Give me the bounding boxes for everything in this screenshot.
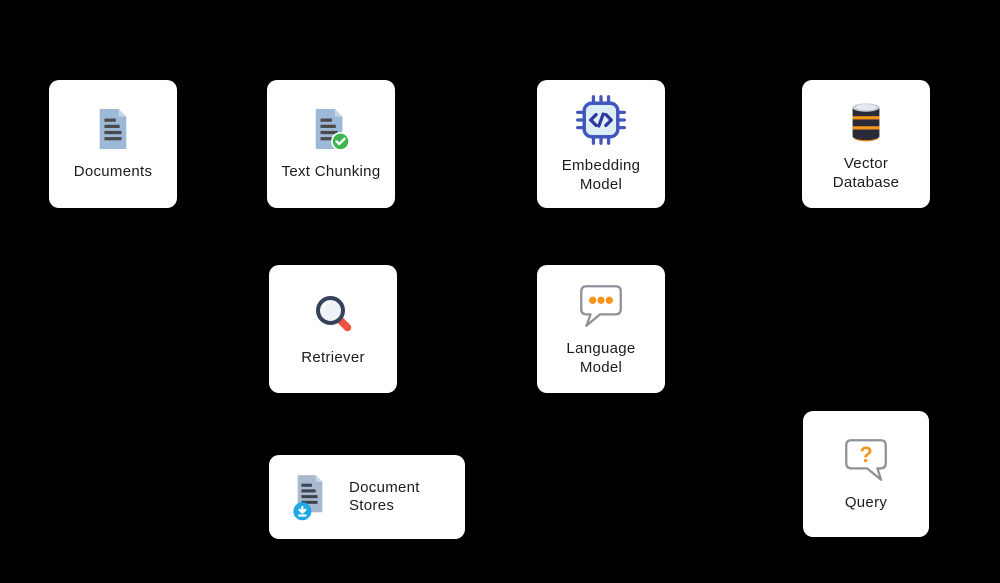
- question-bubble-icon: ?: [840, 435, 892, 483]
- node-embedding-model: Embedding Model: [537, 80, 665, 208]
- node-label: Vector Database: [832, 155, 900, 191]
- document-check-icon: [311, 106, 351, 152]
- node-label: Retriever: [301, 349, 365, 367]
- node-language-model: Language Model: [537, 265, 665, 393]
- node-documents: Documents: [49, 80, 177, 208]
- node-text-chunking: Text Chunking: [267, 80, 395, 208]
- node-label: Document Stores: [349, 478, 420, 514]
- node-label: Text Chunking: [281, 163, 381, 181]
- svg-text:?: ?: [859, 442, 872, 467]
- node-label: Language Model: [566, 340, 636, 376]
- node-document-stores: Document Stores: [269, 455, 465, 539]
- node-label: Query: [844, 494, 888, 512]
- magnifier-icon: [309, 290, 357, 338]
- node-retriever: Retriever: [269, 265, 397, 393]
- chat-dots-icon: [575, 281, 627, 329]
- node-label: Documents: [73, 163, 153, 181]
- node-label: Embedding Model: [561, 157, 641, 193]
- document-download-icon: [291, 473, 329, 521]
- chip-code-icon: [575, 94, 627, 146]
- node-query: ? Query: [803, 411, 929, 537]
- database-icon: [843, 96, 889, 144]
- document-icon: [94, 106, 132, 152]
- node-vector-database: Vector Database: [802, 80, 930, 208]
